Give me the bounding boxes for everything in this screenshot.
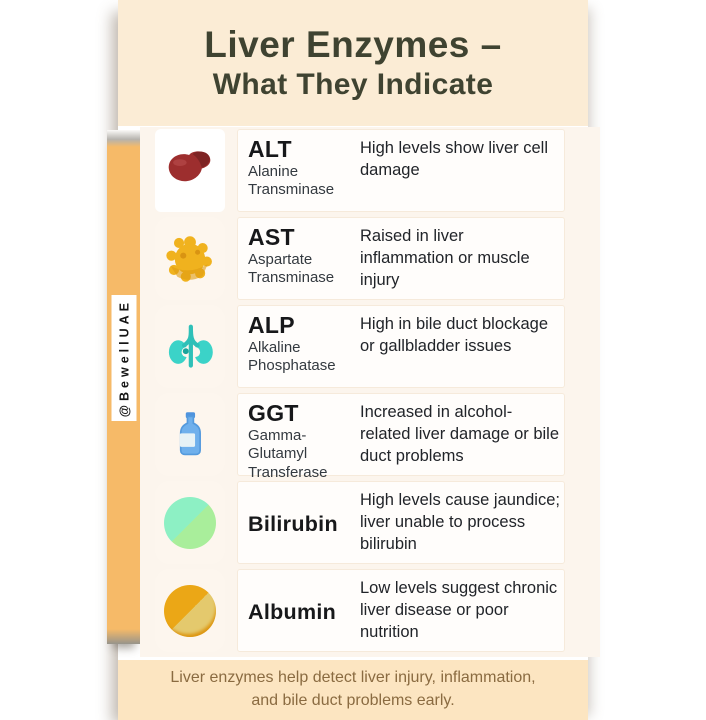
enzyme-description: Raised in liver inflammation or muscle i… bbox=[360, 227, 530, 289]
enzyme-description: Low levels suggest chronic liver disease… bbox=[360, 579, 558, 641]
enzyme-card: ALP Alkaline Phosphatase High in bile du… bbox=[237, 305, 565, 388]
table-row-ast: AST Aspartate Transminase Raised in live… bbox=[140, 216, 600, 301]
enzyme-card: Albumin Low levels suggest chronic liver… bbox=[237, 569, 565, 652]
table-row-ggt: GGT Gamma-Glutamyl Transferase Increased… bbox=[140, 392, 600, 481]
enzyme-abbr: ALT bbox=[248, 136, 292, 162]
enzyme-full-name: Alkaline Phosphatase bbox=[248, 339, 336, 375]
table-row-bilirubin: Bilirubin High levels cause jaundice; li… bbox=[140, 480, 600, 565]
enzyme-abbr: Albumin bbox=[248, 599, 337, 624]
enzyme-card: AST Aspartate Transminase Raised in live… bbox=[237, 217, 565, 300]
enzyme-abbr: AST bbox=[248, 224, 295, 250]
footer-band: Liver enzymes help detect liver injury, … bbox=[118, 660, 588, 720]
enzyme-full-name: Gamma-Glutamyl Transferase bbox=[248, 427, 328, 481]
enzyme-full-name: Alanine Transminase bbox=[248, 163, 335, 199]
albumin-circle-icon bbox=[155, 569, 225, 652]
enzyme-description: Increased in alcohol-related liver damag… bbox=[360, 403, 560, 465]
enzyme-card: ALT Alanine Transminase High levels show… bbox=[237, 129, 565, 212]
liver-icon bbox=[155, 129, 225, 212]
enzyme-description: High levels show liver cell damage bbox=[360, 139, 548, 179]
enzyme-card: GGT Gamma-Glutamyl Transferase Increased… bbox=[237, 393, 565, 481]
watermark-label: @BewellUAE bbox=[111, 295, 137, 421]
enzyme-rows: ALT Alanine Transminase High levels show… bbox=[140, 127, 600, 657]
page-subtitle: What They Indicate bbox=[212, 67, 494, 101]
footer-text-line2: and bile duct problems early. bbox=[251, 692, 455, 709]
table-row-alp: ALP Alkaline Phosphatase High in bile du… bbox=[140, 304, 600, 389]
alcohol-bottle-icon bbox=[155, 393, 225, 476]
enzyme-abbr: ALP bbox=[248, 312, 295, 338]
footer-text-line1: Liver enzymes help detect liver injury, … bbox=[170, 669, 536, 687]
enzyme-full-name: Aspartate Transminase bbox=[248, 251, 335, 287]
enzyme-description: High in bile duct blockage or gallbladde… bbox=[360, 315, 549, 355]
table-row-alt: ALT Alanine Transminase High levels show… bbox=[140, 128, 600, 213]
microbe-icon bbox=[155, 217, 225, 300]
enzyme-description: High levels cause jaundice; liver unable… bbox=[360, 491, 560, 553]
enzyme-card: Bilirubin High levels cause jaundice; li… bbox=[237, 481, 565, 564]
enzyme-abbr: Bilirubin bbox=[248, 511, 338, 536]
header-band: Liver Enzymes – What They Indicate bbox=[118, 0, 588, 126]
page-title: Liver Enzymes – bbox=[204, 24, 502, 66]
kidneys-icon bbox=[155, 305, 225, 388]
table-row-albumin: Albumin Low levels suggest chronic liver… bbox=[140, 568, 600, 653]
watermark-text: @BewellUAE bbox=[117, 298, 131, 418]
bilirubin-circle-icon bbox=[155, 481, 225, 564]
enzyme-abbr: GGT bbox=[248, 400, 299, 426]
spine-bar: @BewellUAE bbox=[107, 130, 141, 644]
